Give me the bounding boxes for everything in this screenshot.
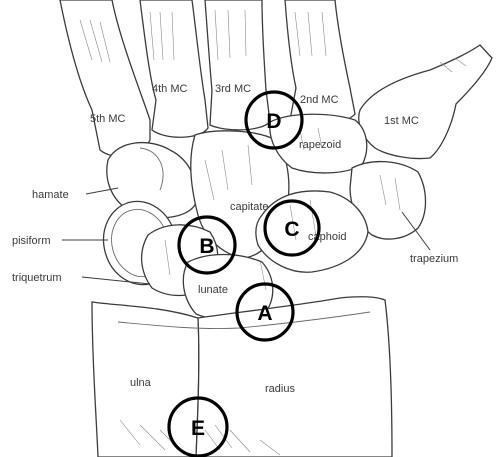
label-lunate: lunate xyxy=(198,284,228,296)
label-1st-mc: 1st MC xyxy=(384,115,419,127)
label-4th-mc: 4th MC xyxy=(152,83,188,95)
label-5th-mc: 5th MC xyxy=(90,113,126,125)
label-capitate: capitate xyxy=(230,201,269,213)
label-3rd-mc: 3rd MC xyxy=(215,83,251,95)
marker-d-letter: D xyxy=(266,110,281,133)
label-trapezium: trapezium xyxy=(410,253,458,265)
marker-b-letter: B xyxy=(199,235,214,258)
marker-e-letter: E xyxy=(191,417,205,440)
marker-c-letter: C xyxy=(284,218,299,241)
label-ulna: ulna xyxy=(130,377,152,389)
marker-a-letter: A xyxy=(257,302,272,325)
label-trapezoid: rapezoid xyxy=(299,139,341,151)
label-triquetrum: triquetrum xyxy=(12,272,62,284)
label-2nd-mc: 2nd MC xyxy=(300,94,339,106)
label-pisiform: pisiform xyxy=(12,235,51,247)
label-radius: radius xyxy=(265,383,295,395)
label-hamate: hamate xyxy=(32,189,69,201)
